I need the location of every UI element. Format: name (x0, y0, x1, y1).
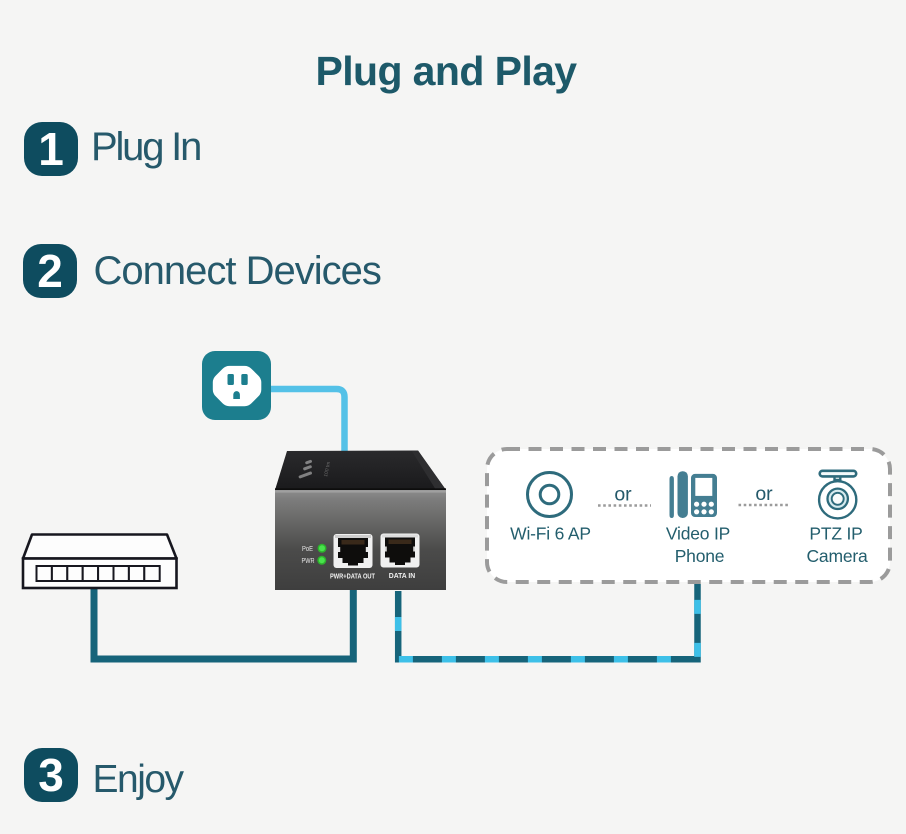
svg-text:PWR+DATA OUT: PWR+DATA OUT (330, 572, 375, 581)
svg-text:Video IP: Video IP (666, 524, 730, 544)
svg-text:PWR: PWR (302, 558, 315, 565)
svg-text:Camera: Camera (806, 546, 868, 566)
svg-text:PTZ IP: PTZ IP (809, 524, 862, 544)
svg-text:PoE: PoE (302, 546, 313, 553)
svg-text:or: or (755, 483, 773, 505)
svg-text:Wi-Fi 6 AP: Wi-Fi 6 AP (510, 524, 591, 544)
svg-text:or: or (614, 484, 632, 506)
svg-text:Phone: Phone (675, 546, 725, 566)
svg-text:100 tm: 100 tm (323, 461, 332, 477)
svg-text:DATA IN: DATA IN (389, 571, 416, 580)
